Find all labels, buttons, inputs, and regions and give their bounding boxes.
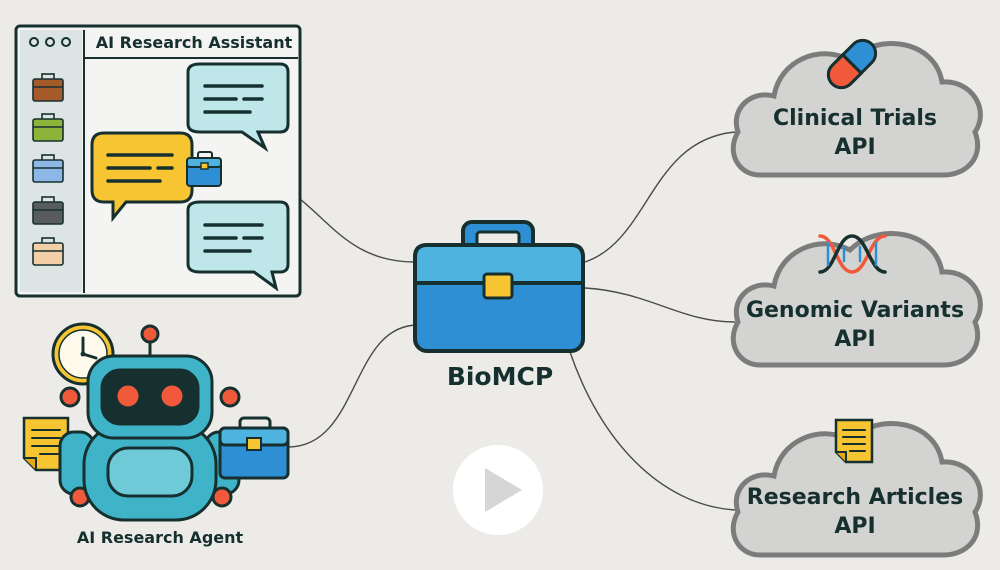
agent-toolbox-icon xyxy=(218,416,290,480)
cloud-label-line2: API xyxy=(834,327,876,352)
connector-agent-to-biomcp xyxy=(287,324,419,448)
assistant-toolbox-icon xyxy=(186,151,222,187)
agent-label: AI Research Agent xyxy=(76,528,244,547)
dna-icon xyxy=(818,234,887,274)
sidebar-toolbox-brown-icon xyxy=(32,73,64,102)
cloud-label-line1: Research Articles xyxy=(746,485,964,510)
cloud-label-line1: Clinical Trials xyxy=(773,106,937,131)
document-icon xyxy=(834,418,874,464)
connectors xyxy=(219,131,736,511)
robot-icon xyxy=(58,324,241,522)
cloud-label-line2: API xyxy=(834,514,876,539)
sidebar-toolbox-gray-icon xyxy=(32,196,64,225)
cloud-label-line1: Genomic Variants xyxy=(745,298,965,323)
biomcp-label: BioMCP xyxy=(446,362,554,391)
chat-bubble-yellow xyxy=(90,131,194,223)
assistant-window xyxy=(14,24,302,298)
connector-biomcp-to-clinical-trials xyxy=(584,131,736,263)
cloud-genomic-variants xyxy=(730,231,983,368)
sidebar-toolbox-light-blue-icon xyxy=(32,154,64,183)
chat-bubble-bottom xyxy=(186,200,290,292)
cloud-clinical-trials-label: Clinical Trials API xyxy=(730,104,980,162)
pill-icon xyxy=(826,38,878,90)
play-button[interactable] xyxy=(453,445,543,535)
assistant-window-title: AI Research Assistant xyxy=(95,33,293,52)
sidebar-toolboxes xyxy=(32,73,64,266)
sidebar-toolbox-beige-icon xyxy=(32,237,64,266)
window-controls xyxy=(29,37,71,47)
note-icon xyxy=(22,416,70,472)
cloud-label-line2: API xyxy=(834,135,876,160)
sidebar-toolbox-green-icon xyxy=(32,113,64,142)
connector-biomcp-to-research-articles xyxy=(569,351,736,511)
chat-bubble-top xyxy=(186,62,290,153)
connector-biomcp-to-genomic-variants xyxy=(584,287,736,323)
cloud-research-articles-label: Research Articles API xyxy=(730,483,980,541)
cloud-genomic-variants-label: Genomic Variants API xyxy=(730,296,980,354)
biomcp-toolbox-icon xyxy=(413,220,585,353)
